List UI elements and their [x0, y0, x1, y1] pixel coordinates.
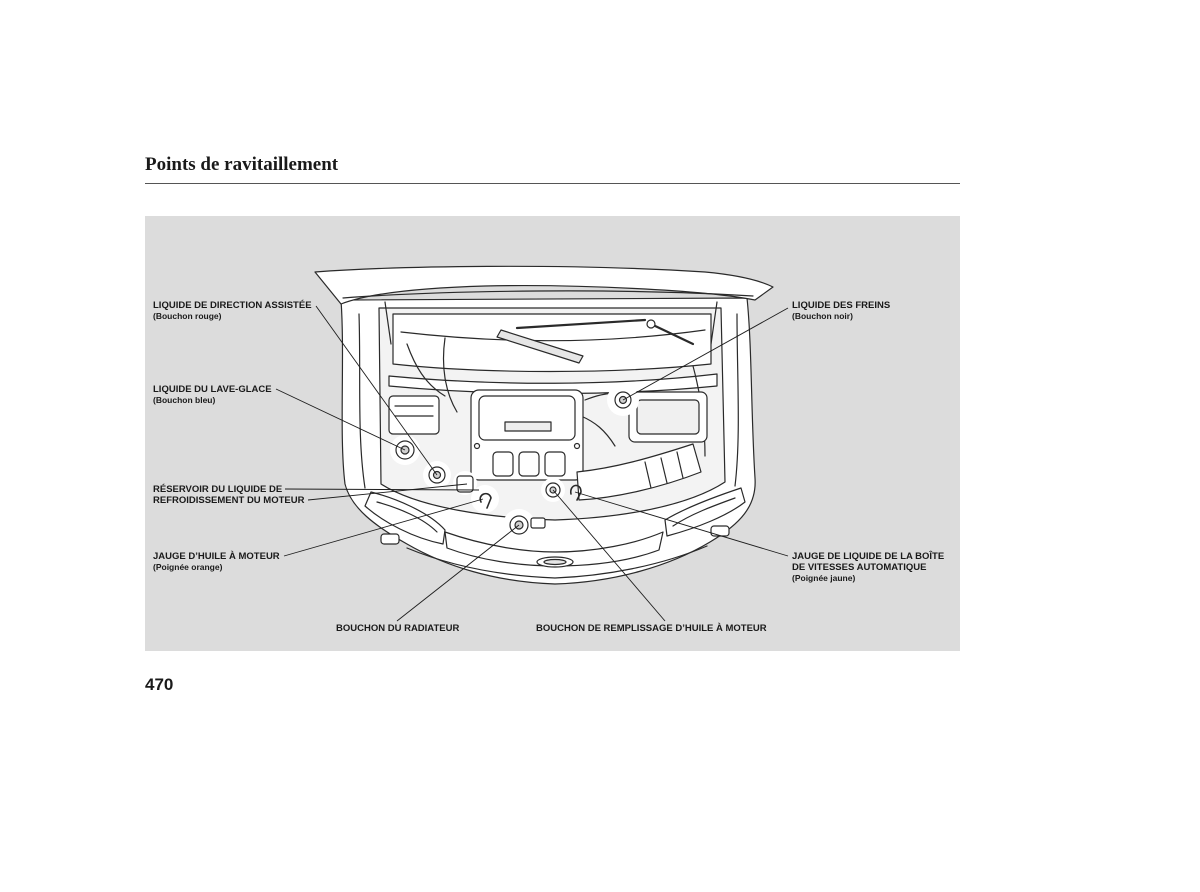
- callout-coolant-reservoir: RÉSERVOIR DU LIQUIDE DE REFROIDISSEMENT …: [153, 484, 304, 506]
- leader-line-coolant-1: [284, 488, 480, 491]
- callout-oil-filler-cap: BOUCHON DE REMPLISSAGE D’HUILE À MOTEUR: [536, 623, 767, 634]
- leader-line-radiator-cap: [396, 524, 520, 622]
- callout-note: (Poignée jaune): [792, 573, 856, 583]
- callout-text: JAUGE DE LIQUIDE DE LA BOÎTE: [792, 551, 945, 562]
- page-number: 470: [145, 675, 174, 694]
- leader-line-brake-fluid: [622, 307, 789, 401]
- callout-note: (Bouchon rouge): [153, 311, 222, 321]
- battery-box: [388, 395, 440, 435]
- leader-line-atf-dipstick: [574, 491, 789, 557]
- callout-brake-fluid: LIQUIDE DES FREINS (Bouchon noir): [792, 300, 890, 322]
- engine-diagram: [275, 265, 789, 622]
- callout-atf-dipstick: JAUGE DE LIQUIDE DE LA BOÎTE DE VITESSES…: [792, 551, 944, 584]
- leader-line-washer: [275, 388, 406, 451]
- callout-text: LIQUIDE DE DIRECTION ASSISTÉE: [153, 300, 312, 311]
- callout-power-steering-fluid: LIQUIDE DE DIRECTION ASSISTÉE (Bouchon r…: [153, 300, 312, 322]
- leader-line-power-steering: [315, 305, 438, 476]
- callout-text: JAUGE D’HUILE À MOTEUR: [153, 551, 280, 562]
- callout-text: RÉSERVOIR DU LIQUIDE DE: [153, 484, 283, 495]
- intake-hose: [576, 443, 702, 501]
- wiper-arm: [496, 329, 584, 364]
- callout-text: BOUCHON DU RADIATEUR: [336, 623, 460, 634]
- callout-radiator-cap: BOUCHON DU RADIATEUR: [336, 623, 459, 634]
- title-rule: [145, 183, 960, 184]
- callout-oil-dipstick: JAUGE D’HUILE À MOTEUR (Poignée orange): [153, 551, 280, 573]
- callout-text: LIQUIDE DES FREINS: [792, 300, 891, 311]
- right-headlight: [664, 487, 746, 537]
- page-title: Points de ravitaillement: [145, 154, 339, 175]
- callout-text: REFROIDISSEMENT DU MOTEUR: [153, 495, 305, 506]
- callout-note: (Bouchon noir): [792, 311, 853, 321]
- leader-line-coolant-2: [307, 483, 468, 501]
- leader-line-oil-filler: [552, 489, 666, 622]
- front-grille: [444, 531, 664, 567]
- engine-compartment-figure: LIQUIDE DE DIRECTION ASSISTÉE (Bouchon r…: [145, 216, 960, 651]
- callout-text: BOUCHON DE REMPLISSAGE D’HUILE À MOTEUR: [536, 623, 767, 634]
- callout-text: DE VITESSES AUTOMATIQUE: [792, 562, 927, 573]
- callout-note: (Poignée orange): [153, 562, 223, 572]
- callout-note: (Bouchon bleu): [153, 395, 216, 405]
- cowl-panel: [392, 313, 712, 373]
- open-hood: [314, 265, 774, 305]
- callout-text: LIQUIDE DU LAVE-GLACE: [153, 384, 272, 395]
- atf-dipstick-handle: [570, 484, 582, 501]
- leader-line-oil-dipstick: [283, 498, 484, 557]
- callout-washer-fluid: LIQUIDE DU LAVE-GLACE (Bouchon bleu): [153, 384, 272, 406]
- left-headlight: [364, 491, 446, 545]
- leader-lines: [275, 305, 789, 622]
